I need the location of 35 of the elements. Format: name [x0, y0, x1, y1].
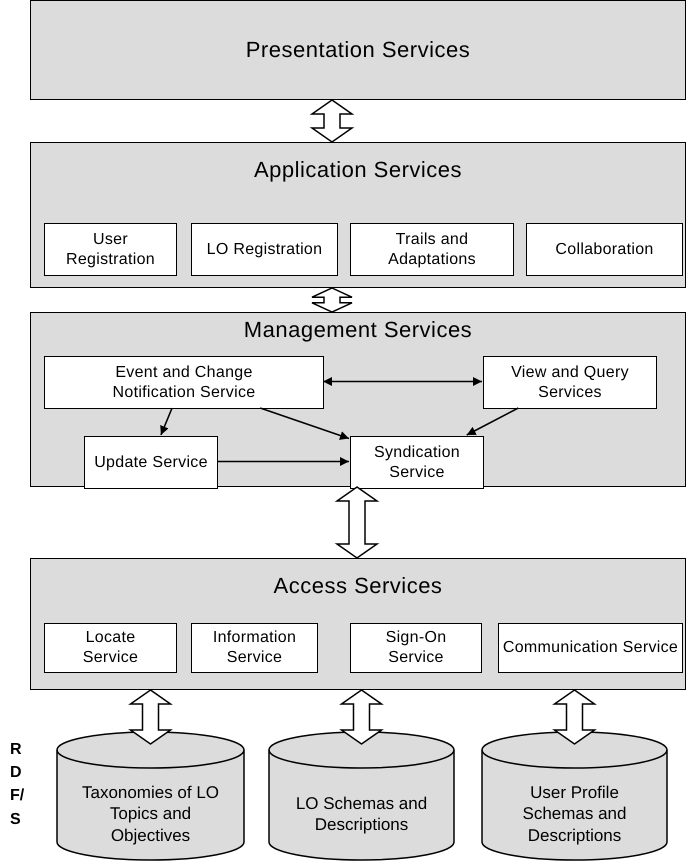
- double-block-arrow: [339, 689, 384, 745]
- service-box: Event and Change Notification Service: [44, 356, 324, 409]
- arrow: [323, 377, 482, 386]
- service-box: LO Registration: [191, 223, 338, 276]
- layer-band: [30, 558, 686, 690]
- service-box: Syndication Service: [350, 436, 484, 489]
- service-box: Trails and Adaptations: [350, 223, 514, 276]
- service-box: Sign-On Service: [350, 623, 482, 673]
- arrow: [260, 407, 350, 440]
- arrow: [217, 457, 349, 466]
- layer-title: Management Services: [244, 317, 472, 343]
- layer-band: [30, 142, 686, 288]
- database-cylinder: Taxonomies of LO Topics and Objectives: [56, 730, 245, 862]
- layer-band: [30, 312, 686, 487]
- arrow: [160, 408, 173, 436]
- service-box: Communication Service: [498, 623, 683, 673]
- layer-title: Access Services: [274, 573, 442, 599]
- double-block-arrow: [128, 689, 173, 745]
- service-box: Information Service: [191, 623, 318, 673]
- service-box: Locate Service: [44, 623, 177, 673]
- double-block-arrow: [334, 486, 380, 559]
- service-box: Update Service: [84, 436, 218, 489]
- double-block-arrow: [552, 689, 597, 745]
- layer-title: Application Services: [254, 157, 462, 183]
- database-cylinder: User Profile Schemas and Descriptions: [481, 730, 668, 862]
- layer-band: [30, 0, 686, 100]
- service-box: Collaboration: [526, 223, 683, 276]
- double-block-arrow: [311, 287, 353, 313]
- service-box: User Registration: [44, 223, 177, 276]
- double-block-arrow: [310, 99, 354, 143]
- side-label: RDF/S: [10, 740, 22, 830]
- service-box: View and Query Services: [483, 356, 657, 409]
- database-cylinder: LO Schemas and Descriptions: [268, 730, 455, 862]
- layer-title: Presentation Services: [246, 37, 470, 63]
- arrow: [466, 407, 519, 436]
